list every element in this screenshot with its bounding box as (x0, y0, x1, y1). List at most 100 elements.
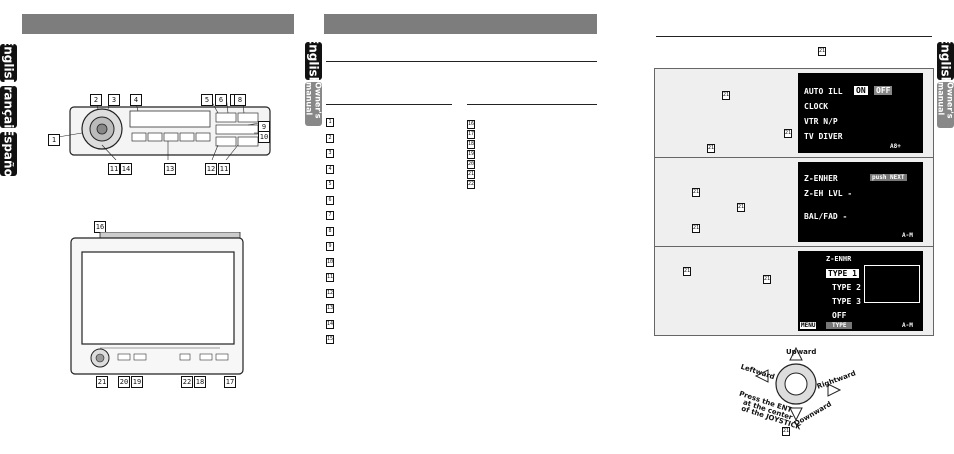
index-number: 10 (326, 257, 334, 267)
index-number: 11 (326, 273, 334, 282)
index-row: 4 (326, 164, 446, 174)
index-row: 14 (326, 319, 446, 329)
index-number: 22 (467, 180, 475, 189)
type-graph-box (864, 265, 920, 303)
zenh-corner-label: A-M (902, 232, 913, 239)
tab-francais: Français (0, 78, 17, 136)
zenh-item-3: BAL/FAD - (804, 212, 848, 221)
index-row: 9 (326, 242, 446, 251)
tab-english-middle: English (305, 36, 322, 86)
callout-8: 8 (234, 94, 246, 106)
index-row: 22 (467, 180, 587, 189)
joystick-diagram (740, 346, 860, 426)
head-unit-illustration (57, 94, 278, 161)
zenh-item-2: Z-EH LVL - (804, 189, 853, 198)
ref-21-p3a: 21 (683, 267, 691, 276)
callout-22: 22 (181, 376, 193, 388)
zenh-push-next: push NEXT (870, 174, 907, 181)
type-corner-label: A-M (902, 322, 913, 329)
callout-14: 14 (120, 163, 132, 175)
ref-21-top: 21 (818, 47, 826, 56)
callout-1: 1 (48, 134, 60, 146)
ref-21-p1a: 21 (722, 91, 730, 100)
index-row: 3 (326, 149, 446, 158)
rule-middle-col2 (467, 104, 597, 105)
head-unit-drawing (57, 94, 271, 161)
type-item-2: TYPE 2 (832, 283, 861, 292)
index-row: 20 (467, 160, 587, 169)
index-row: 8 (326, 226, 446, 236)
index-row: 17 (467, 130, 587, 139)
step-panel-3: 21 21 Z-ENHR TYPE 1 TYPE 2 TYPE 3 OFF ME… (654, 246, 934, 336)
index-row: 12 (326, 288, 446, 298)
index-number: 19 (467, 150, 475, 159)
index-row: 2 (326, 133, 446, 143)
index-number: 17 (467, 130, 475, 139)
screen-zenh: Z-ENHER push NEXT Z-EH LVL - BAL/FAD - A… (798, 162, 923, 242)
monitor-illustration (70, 231, 246, 382)
menu-item-vtr: VTR N/P (804, 117, 838, 126)
type-item-1: TYPE 1 (826, 269, 859, 278)
zenh-item-1: Z-ENHER (804, 174, 838, 183)
type-item-3: TYPE 3 (832, 297, 861, 306)
tab-english: English (0, 38, 17, 88)
callout-17: 17 (224, 376, 236, 388)
index-number: 18 (467, 140, 475, 149)
index-row: 13 (326, 304, 446, 313)
step-panel-2: 21 21 21 Z-ENHER push NEXT Z-EH LVL - BA… (654, 157, 934, 247)
section-header-bar-middle (324, 14, 597, 34)
index-number: 20 (467, 160, 475, 169)
index-number: 16 (467, 120, 475, 129)
index-number: 7 (326, 211, 334, 220)
menu-item-tv-diver: TV DIVER (804, 132, 843, 141)
menu-on: ON (854, 86, 868, 95)
monitor-drawing (70, 231, 244, 375)
callout-3: 3 (108, 94, 120, 106)
index-row: 1 (326, 118, 446, 127)
callout-20: 20 (118, 376, 130, 388)
index-number: 3 (326, 149, 334, 158)
joystick-drawing (754, 346, 842, 422)
index-row: 15 (326, 335, 446, 344)
index-number: 12 (326, 288, 334, 298)
index-row: 6 (326, 195, 446, 205)
callout-12: 12 (205, 163, 217, 175)
index-row: 16 (467, 120, 587, 129)
index-number: 8 (326, 226, 334, 236)
joystick-ref-21: 21 (782, 427, 790, 436)
callout-4: 4 (130, 94, 142, 106)
callout-18: 18 (194, 376, 206, 388)
type-item-off: OFF (832, 311, 847, 320)
tab-espanol: Español (0, 127, 17, 181)
callout-11a: 11 (108, 163, 120, 175)
callout-19: 19 (131, 376, 143, 388)
menu-off: OFF (874, 86, 893, 95)
index-number: 1 (326, 118, 334, 127)
callout-6: 6 (215, 94, 227, 106)
step-panel-1: 21 21 21 AUTO ILL ON OFF CLOCK VTR N/P T… (654, 68, 934, 158)
index-number: 13 (326, 304, 334, 313)
callout-5: 5 (201, 94, 213, 106)
ref-21-p2c: 21 (692, 224, 700, 233)
type-type-label: TYPE (826, 322, 853, 329)
callout-21: 21 (96, 376, 108, 388)
callout-13: 13 (164, 163, 176, 175)
screen-menu: AUTO ILL ON OFF CLOCK VTR N/P TV DIVER A… (798, 73, 923, 153)
index-row: 5 (326, 180, 446, 189)
screen-type: Z-ENHR TYPE 1 TYPE 2 TYPE 3 OFF MENU TYP… (798, 251, 923, 331)
index-row: 11 (326, 273, 446, 282)
index-row: 21 (467, 170, 587, 179)
ref-21-p2b: 21 (737, 203, 745, 212)
type-header: Z-ENHR (826, 255, 852, 263)
ref-21-p1c: 21 (707, 144, 715, 153)
index-number: 9 (326, 242, 334, 251)
index-number: 14 (326, 319, 334, 329)
index-number: 4 (326, 164, 334, 174)
callout-10: 10 (258, 131, 270, 143)
index-row: 7 (326, 211, 446, 220)
menu-item-clock: CLOCK (804, 102, 829, 111)
menu-corner-label: A8+ (890, 143, 901, 150)
index-number: 15 (326, 335, 334, 344)
